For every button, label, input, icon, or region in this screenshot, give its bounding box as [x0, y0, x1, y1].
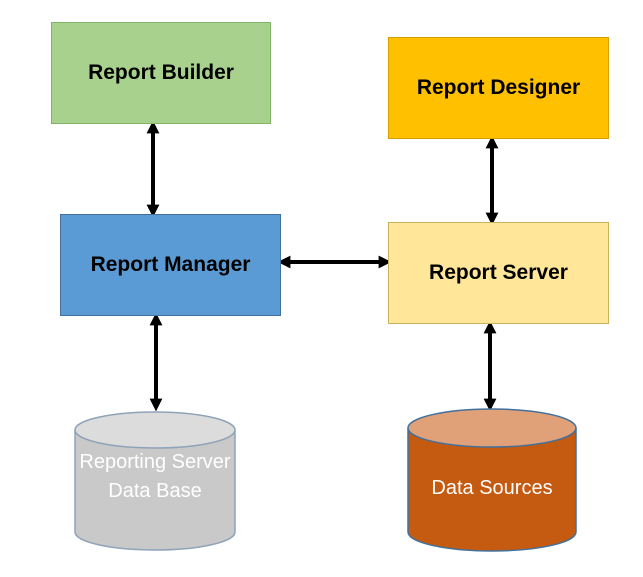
report-manager-node: Report Manager — [60, 214, 281, 316]
reporting-db-cylinder — [74, 411, 236, 551]
report-server-label: Report Server — [429, 261, 568, 284]
report-designer-node: Report Designer — [388, 37, 609, 139]
report-designer-label: Report Designer — [416, 76, 581, 99]
report-server-node: Report Server — [388, 222, 609, 324]
report-builder-node: Report Builder — [51, 22, 271, 124]
report-manager-label: Report Manager — [90, 253, 251, 276]
data-sources-label: Data Sources — [431, 477, 553, 499]
data-sources-cylinder — [407, 408, 577, 552]
reporting-db-label: Reporting Server Data Base — [79, 451, 231, 502]
report-builder-label: Report Builder — [88, 61, 234, 84]
